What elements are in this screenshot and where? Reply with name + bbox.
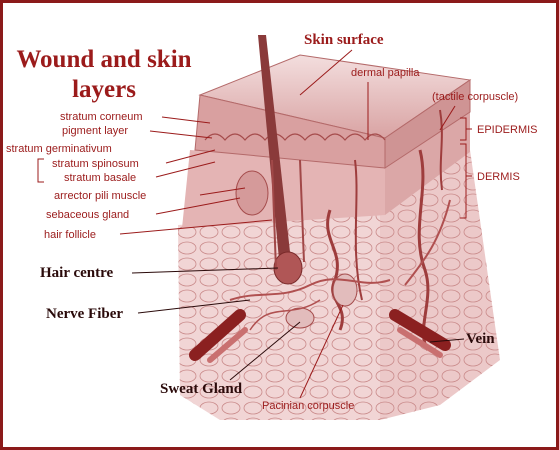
label-tactile-corpuscle: (tactile corpuscle) xyxy=(432,91,518,103)
label-dermis: DERMIS xyxy=(477,171,520,183)
label-sweat-gland: Sweat Gland xyxy=(160,381,243,397)
label-stratum-corneum: stratum corneum xyxy=(60,111,143,123)
label-skin-surface: Skin surface xyxy=(304,32,384,48)
diagram-title-line1: Wound and skin xyxy=(16,46,191,73)
label-hair-centre: Hair centre xyxy=(40,265,114,281)
label-arrector-pili: arrector pili muscle xyxy=(54,190,146,202)
label-sebaceous-gland: sebaceous gland xyxy=(46,209,129,221)
label-epidermis: EPIDERMIS xyxy=(477,124,538,136)
label-pacinian-corpuscle: Pacinian corpuscle xyxy=(262,400,354,412)
label-stratum-basale: stratum basale xyxy=(64,172,136,184)
label-vein: Vein xyxy=(466,331,495,347)
label-nerve-fiber: Nerve Fiber xyxy=(46,306,123,322)
label-hair-follicle: hair follicle xyxy=(44,229,96,241)
label-dermal-papilla: dermal papilla xyxy=(351,67,420,79)
label-stratum-spinosum: stratum spinosum xyxy=(52,158,139,170)
diagram-title-line2: layers xyxy=(72,76,136,103)
label-stratum-germinativum: stratum germinativum xyxy=(6,143,112,155)
label-pigment-layer: pigment layer xyxy=(62,125,128,137)
